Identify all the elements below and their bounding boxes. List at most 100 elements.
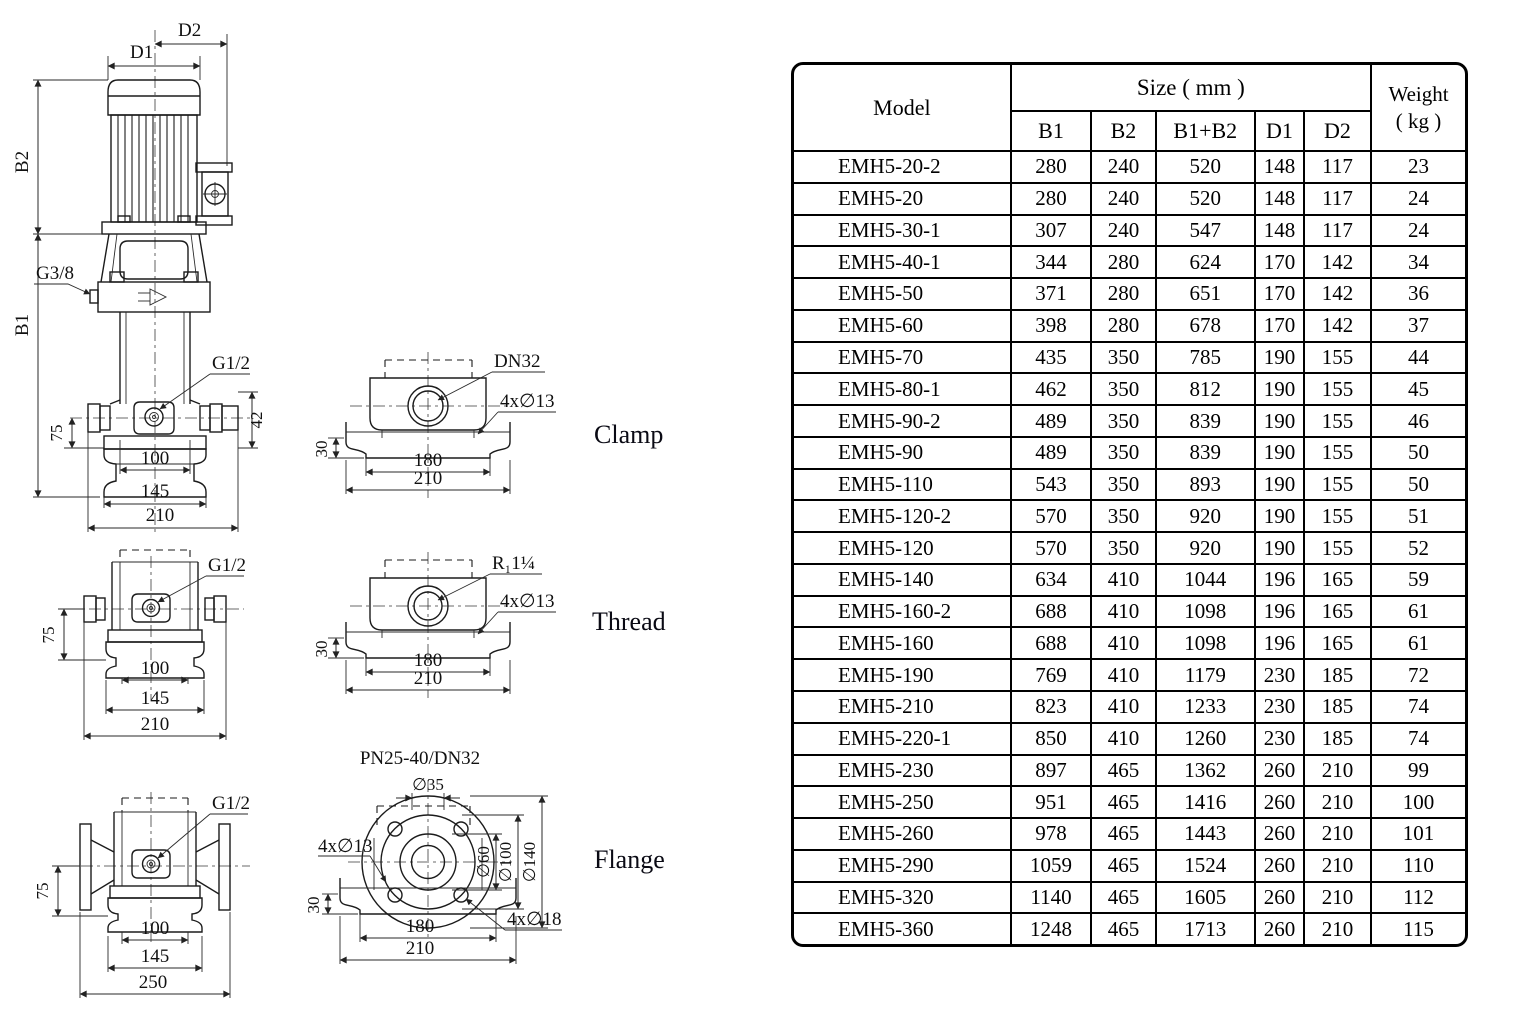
svg-text:4x∅18: 4x∅18 [507, 909, 562, 930]
cell-model: EMH5-70 [794, 340, 1012, 375]
cell-model: EMH5-220-1 [794, 721, 1012, 756]
cell-b1b2: 1713 [1154, 912, 1256, 944]
cell-d1: 260 [1253, 848, 1305, 883]
cell-b1b2: 1098 [1154, 594, 1256, 629]
g38-label: G3/8 [36, 263, 74, 284]
cell-d1: 196 [1253, 594, 1305, 629]
cell-b1b2: 520 [1154, 181, 1256, 216]
cell-model: EMH5-120 [794, 531, 1012, 565]
cell-d2: 142 [1302, 277, 1373, 311]
clamp-port-view: DN32 4x∅13 30 180 210 Clamp [312, 351, 663, 498]
flange-view-dim-250: 250 [139, 972, 168, 993]
cell-b1b2: 1233 [1154, 690, 1256, 724]
cell-model: EMH5-80-1 [794, 372, 1012, 407]
flange-view-dim-75: 75 [33, 883, 52, 900]
weight-header-line1: Weight [1388, 82, 1449, 107]
cell-model: EMH5-60 [794, 308, 1012, 343]
spec-table-container: Model Size ( mm ) Weight ( kg ) B1 B2 B1… [791, 62, 1468, 947]
pump-ports [70, 399, 252, 435]
flange-pump-view: G1/2 75 100 145 250 [33, 792, 250, 998]
cell-d1: 148 [1253, 150, 1305, 184]
dim-b1-label: B1 [12, 314, 33, 336]
thread-rp-label: R₁1¼ [492, 553, 535, 574]
flange-title: Flange [594, 845, 665, 874]
cell-b2: 410 [1090, 721, 1157, 756]
cell-model: EMH5-110 [794, 467, 1012, 502]
pump-head [89, 281, 211, 313]
flange-dim-d60: ∅60 [474, 846, 493, 878]
cell-b2: 240 [1090, 213, 1157, 248]
cell-d1: 230 [1253, 721, 1305, 756]
cell-b2: 240 [1090, 150, 1157, 184]
pump-dimension-drawings: D2 D1 [12, 20, 666, 998]
col-header-d1: D1 [1253, 110, 1305, 152]
flange-view-g12-label: G1/2 [157, 793, 250, 859]
cell-b2: 240 [1090, 181, 1157, 216]
cell-d2: 155 [1302, 372, 1373, 407]
cell-b1b2: 812 [1154, 372, 1256, 407]
col-header-size-group: Size ( mm ) [1009, 65, 1373, 112]
clamp-holes-label: 4x∅13 [477, 391, 556, 435]
cell-b1b2: 651 [1154, 277, 1256, 311]
cell-d2: 185 [1302, 721, 1373, 756]
cell-b1: 634 [1009, 562, 1093, 597]
cell-b1: 570 [1009, 531, 1093, 565]
cell-b2: 350 [1090, 435, 1157, 470]
cell-model: EMH5-140 [794, 562, 1012, 597]
cell-weight: 99 [1370, 753, 1465, 788]
cell-weight: 37 [1370, 308, 1465, 343]
cell-model: EMH5-40-1 [794, 245, 1012, 280]
clamp-title: Clamp [594, 420, 663, 449]
cell-b1b2: 1605 [1154, 880, 1256, 915]
col-header-b2: B2 [1090, 110, 1157, 152]
motor [101, 79, 233, 235]
cell-b1: 1248 [1009, 912, 1093, 944]
col-header-d2: D2 [1302, 110, 1372, 152]
cell-d2: 165 [1302, 626, 1373, 661]
pump-column [119, 312, 191, 404]
cell-weight: 34 [1370, 245, 1465, 280]
cell-b1: 978 [1009, 817, 1093, 851]
cell-b1b2: 839 [1154, 404, 1256, 438]
cell-b1: 462 [1009, 372, 1093, 407]
cell-model: EMH5-20-2 [794, 150, 1012, 184]
cell-b1b2: 1524 [1154, 848, 1256, 883]
cell-b1: 850 [1009, 721, 1093, 756]
flange-bolt-holes-label: 4x∅18 [465, 898, 562, 931]
terminal-box [195, 162, 233, 226]
cell-model: EMH5-50 [794, 277, 1012, 311]
cell-weight: 100 [1370, 785, 1465, 820]
cell-d2: 185 [1302, 658, 1373, 693]
cell-d1: 260 [1253, 912, 1305, 944]
g12-drain-label: G1/2 [159, 353, 250, 410]
cell-d2: 210 [1302, 848, 1373, 883]
cell-b1b2: 678 [1154, 308, 1256, 343]
cell-d2: 210 [1302, 785, 1373, 820]
cell-b1: 307 [1009, 213, 1093, 248]
cell-d2: 155 [1302, 499, 1373, 534]
cell-weight: 24 [1370, 213, 1465, 248]
cell-model: EMH5-210 [794, 690, 1012, 724]
cell-b1: 769 [1009, 658, 1093, 693]
cell-weight: 112 [1370, 880, 1465, 915]
cell-b1b2: 1260 [1154, 721, 1256, 756]
cell-b2: 350 [1090, 499, 1157, 534]
col-header-b1: B1 [1010, 110, 1093, 152]
cell-weight: 61 [1370, 594, 1465, 629]
